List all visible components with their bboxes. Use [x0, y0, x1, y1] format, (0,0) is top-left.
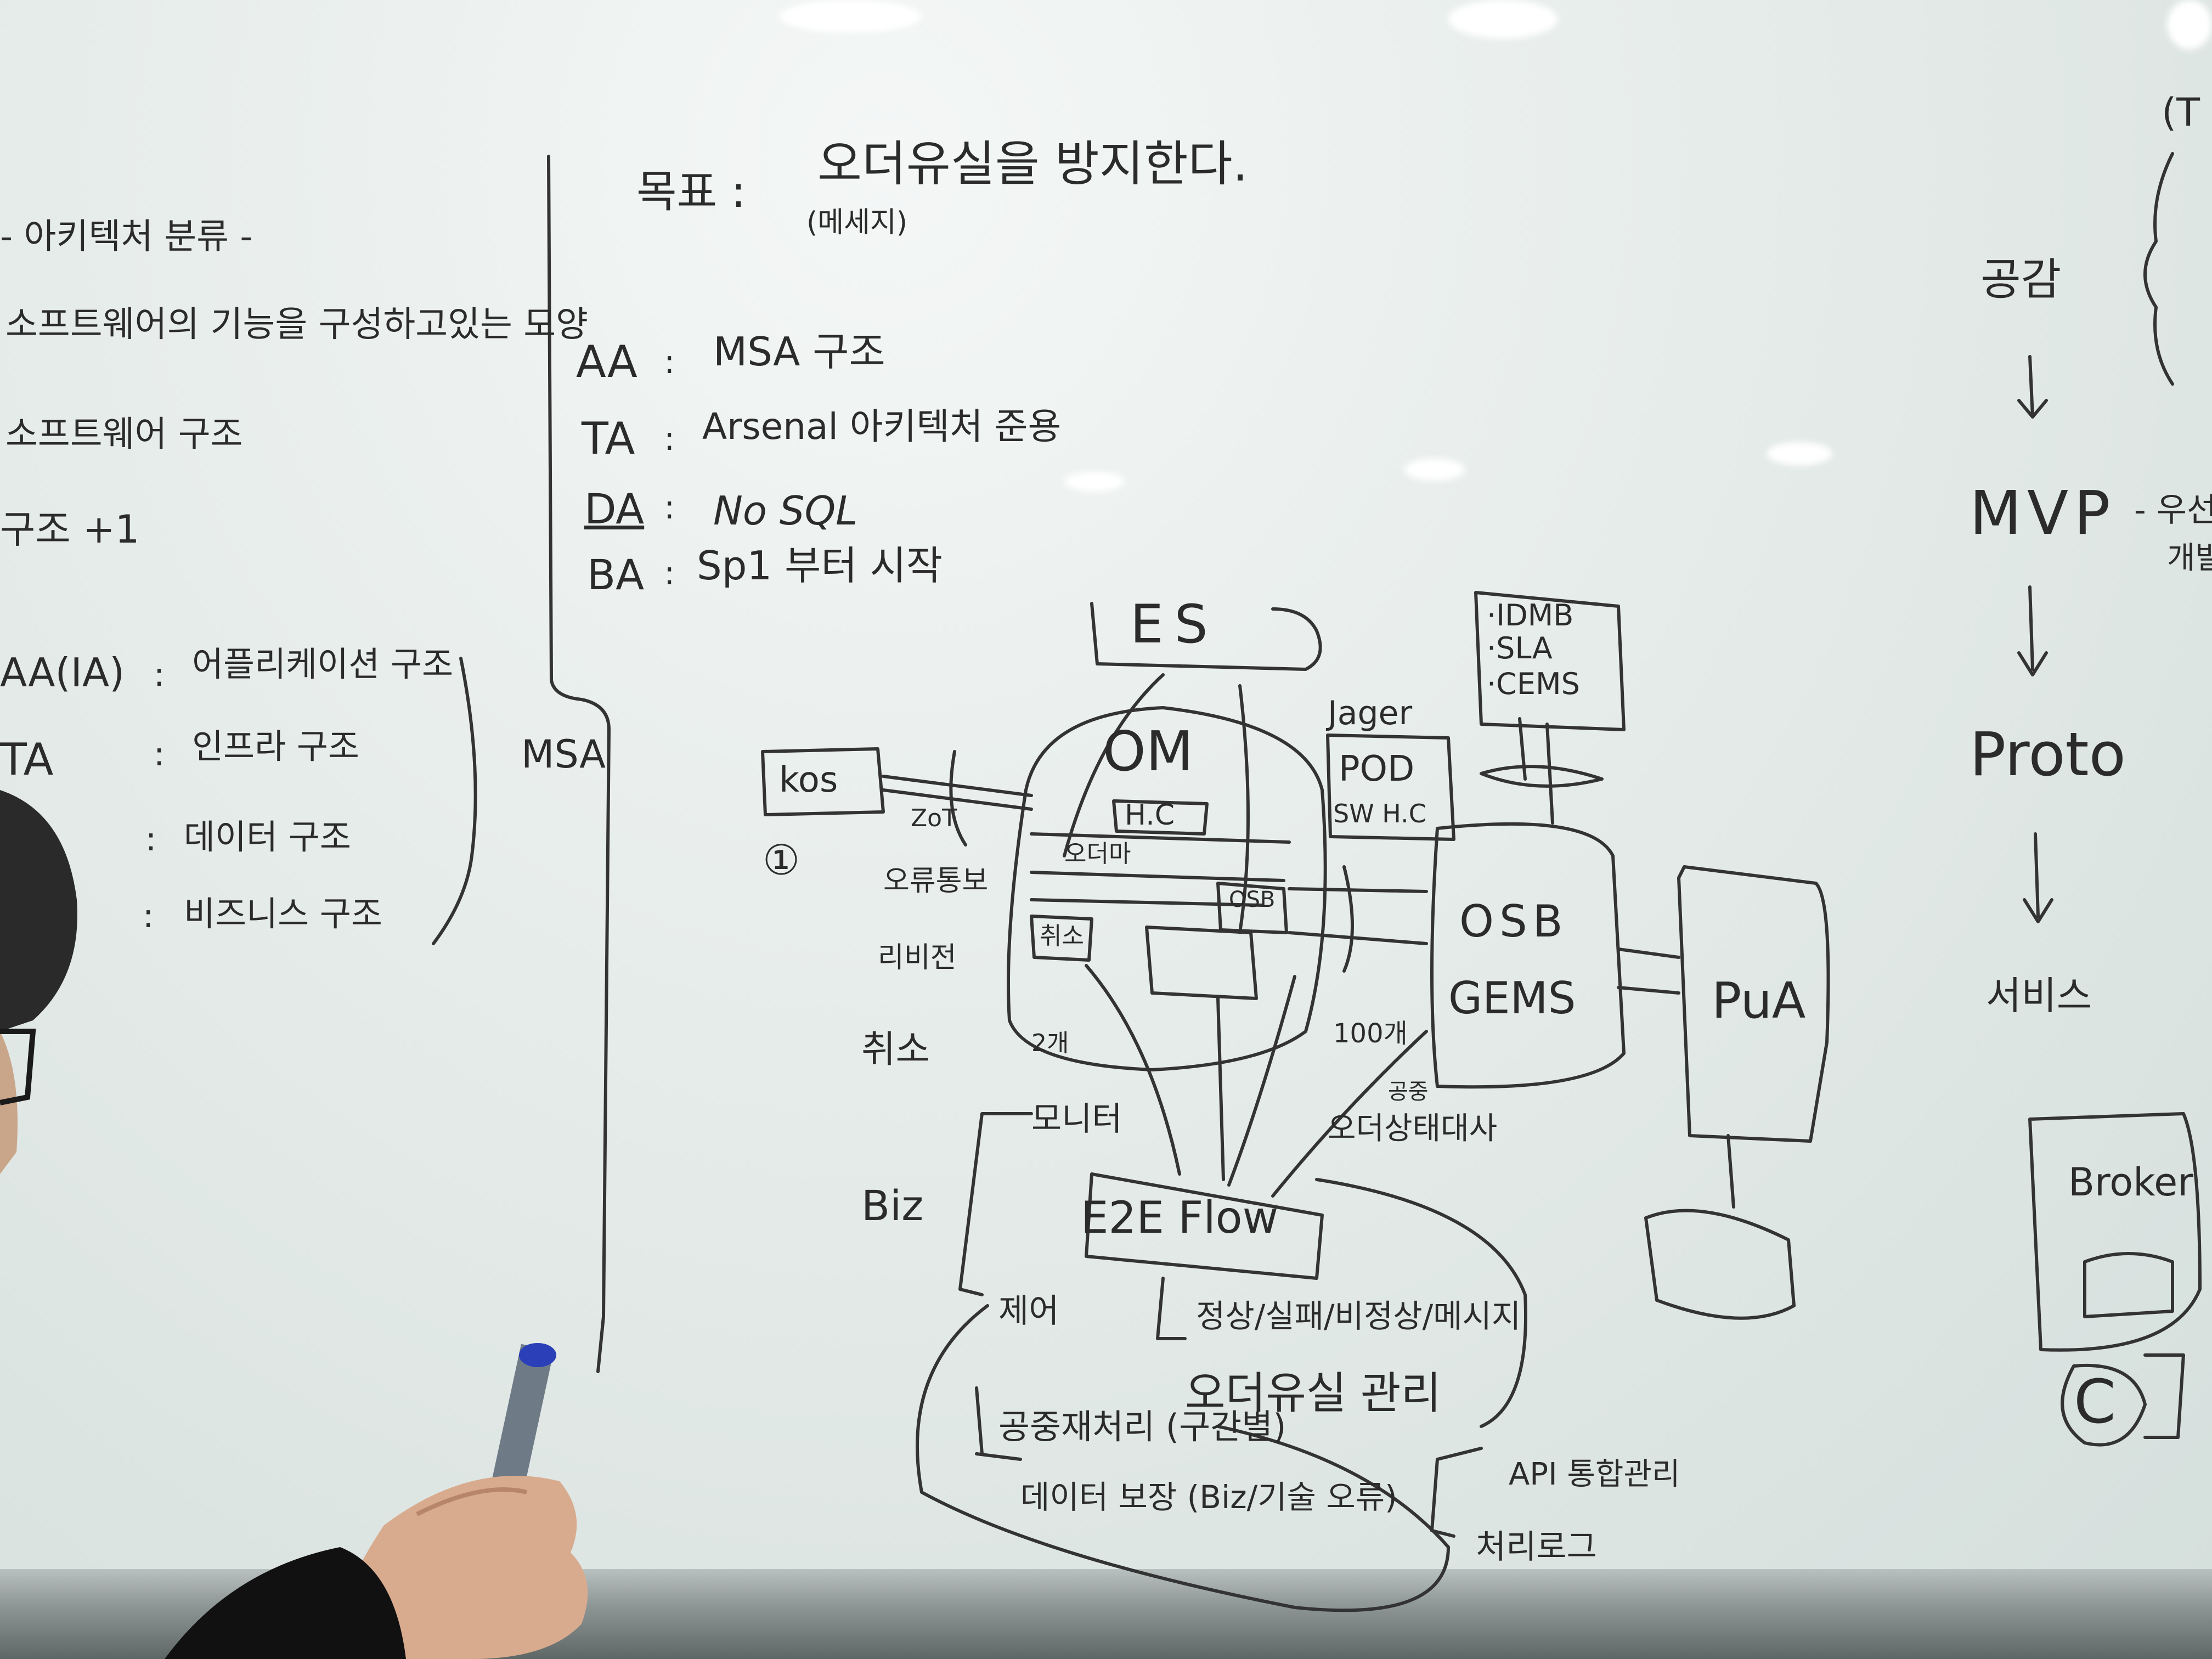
biz-label: Biz: [861, 1181, 924, 1230]
zot-label: ZoT: [911, 804, 957, 832]
ceiling-light-reflection: [1064, 472, 1125, 492]
left-row-desc: 데이터 구조: [184, 817, 351, 857]
hc-label: H.C: [1125, 799, 1175, 832]
arch-abbr: TA: [582, 413, 635, 464]
pod-label: POD: [1339, 749, 1415, 789]
c-label: C: [2074, 1367, 2116, 1437]
architecture-classification-title: - 아키텍처 분류 -: [0, 217, 253, 257]
control-label: 제어: [998, 1292, 1059, 1330]
order-status-label: 오더상태대사: [1328, 1111, 1498, 1147]
arch-abbr: DA: [584, 484, 645, 533]
msa-bracket-label: MSA: [521, 732, 606, 777]
ceiling-light-reflection: [1404, 459, 1465, 481]
kos-label: kos: [779, 760, 838, 800]
inner-cancel-label: 취소: [1040, 922, 1084, 950]
processing-log-label: 처리로그: [1476, 1528, 1597, 1566]
monitor-label: 모니터: [1031, 1100, 1122, 1138]
om-label: OM: [1103, 719, 1193, 783]
goal-sub: (메세지): [806, 206, 908, 239]
goal-text: 오더유실을 방지한다.: [817, 136, 1248, 192]
left-row-sep: :: [154, 656, 165, 694]
left-line-software-function: 소프트웨어의 기능을 구성하고있는 모양: [5, 304, 588, 345]
left-row-sep: :: [145, 820, 157, 859]
order-label: 오더마: [1064, 840, 1131, 868]
arch-abbr: BA: [587, 550, 645, 599]
retry-label: 공중재처리 (구간별): [998, 1407, 1286, 1447]
whiteboard: [0, 0, 2212, 1580]
cancel-label: 취소: [861, 1028, 930, 1071]
circle-one-label: ①: [763, 836, 800, 884]
left-line-structure-plus-one: 구조 +1: [0, 507, 140, 552]
arch-abbr: AA: [576, 336, 637, 387]
arch-sep: :: [664, 343, 675, 381]
pua-label: PuA: [1712, 972, 1806, 1030]
goal-label: 목표 :: [636, 166, 746, 217]
left-row-sep: :: [143, 897, 154, 935]
empathy-label: 공감: [1980, 254, 2062, 305]
arch-value: No SQL: [713, 488, 858, 534]
order-loss-label: 오더유실 관리: [1185, 1368, 1442, 1419]
arch-sep: :: [664, 554, 675, 592]
broker-label: Broker: [2068, 1160, 2193, 1205]
left-row-desc: 인프라 구조: [192, 726, 359, 766]
es-label: ES: [1130, 594, 1219, 655]
mvp-note: - 우선: [2134, 491, 2212, 529]
ceiling-light-reflection: [779, 0, 922, 33]
two-count-label: 2개: [1031, 1029, 1069, 1057]
left-row-sep: :: [154, 735, 165, 774]
left-row-abbr: AA(IA): [0, 650, 125, 696]
osb-label: OSB: [1459, 896, 1568, 947]
ceiling-light-reflection: [2167, 0, 2212, 49]
status-top-label: 공중: [1388, 1079, 1429, 1104]
arch-value: Sp1 부터 시작: [697, 543, 943, 589]
cems-label: ·CEMS: [1487, 667, 1580, 701]
hundred-count-label: 100개: [1333, 1018, 1408, 1049]
left-row-desc: 비즈니스 구조: [184, 894, 382, 934]
jager-label: Jager: [1328, 694, 1413, 732]
ceiling-light-reflection: [1767, 442, 1832, 465]
e2e-flow-label: E2E Flow: [1081, 1192, 1279, 1243]
api-integration-label: API 통합관리: [1509, 1457, 1680, 1492]
service-label: 서비스: [1986, 973, 2092, 1018]
left-row-abbr: TA: [0, 734, 54, 785]
arch-sep: :: [664, 488, 675, 527]
ceiling-light-reflection: [1448, 0, 1558, 38]
left-row-desc: 어플리케이션 구조: [192, 644, 454, 684]
revision-label: 리비전: [878, 941, 957, 974]
arch-value: Arsenal 아키텍처 준용: [702, 405, 1062, 448]
data-guard-label: 데이터 보장 (Biz/기술 오류): [1020, 1479, 1397, 1516]
right-top-fragment: (T: [2162, 90, 2200, 135]
pod-hc-label: SW H.C: [1333, 799, 1426, 828]
idmb-label: ·IDMB: [1487, 598, 1574, 633]
sla-label: ·SLA: [1487, 631, 1553, 665]
left-line-software-structure: 소프트웨어 구조: [5, 414, 243, 455]
error-notify-label: 오류통보: [883, 865, 989, 898]
osb-small-label: OSB: [1229, 887, 1276, 912]
arch-sep: :: [664, 420, 675, 458]
mvp-label: MVP: [1970, 478, 2116, 548]
proto-label: Proto: [1970, 719, 2126, 789]
normal-status-label: 정상/실패/비정상/메시지: [1196, 1297, 1521, 1335]
mvp-note-2: 개발: [2167, 540, 2212, 576]
gems-label: GEMS: [1448, 973, 1576, 1024]
arch-value: MSA 구조: [713, 329, 885, 375]
